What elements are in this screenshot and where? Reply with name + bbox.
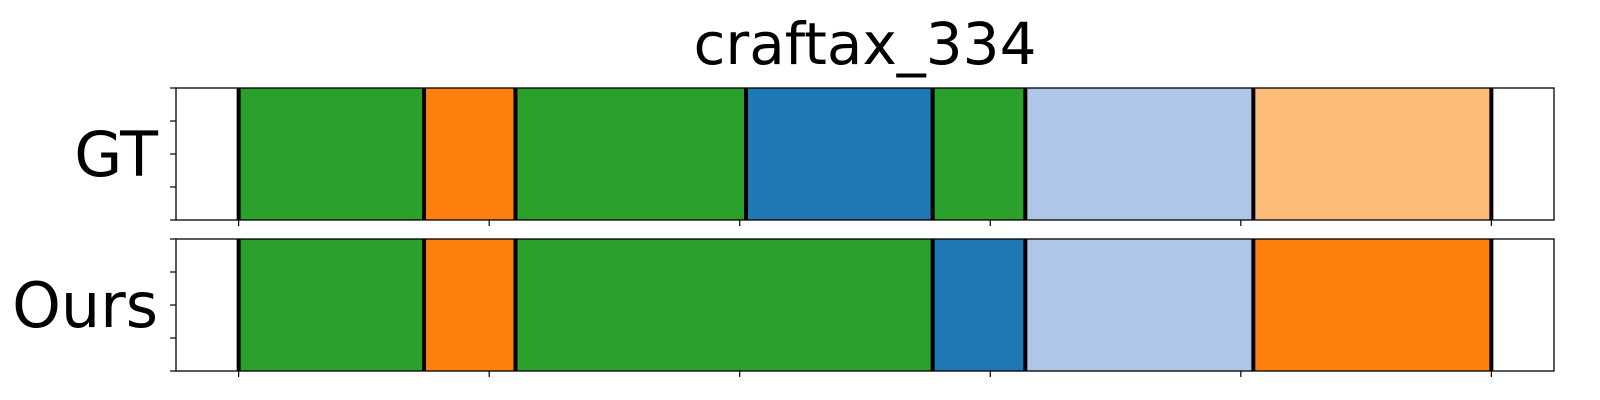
segment-1-3 [932,239,1026,371]
segment-1-5 [1253,239,1492,371]
row-label-0: GT [74,118,159,191]
segment-0-6 [1253,88,1492,220]
segment-0-0 [238,88,425,220]
segment-0-2 [515,88,746,220]
segment-0-3 [745,88,933,220]
chart-title: craftax_334 [694,10,1037,78]
row-label-1: Ours [12,269,158,342]
segment-1-1 [424,239,516,371]
panels: GT Ours [12,87,1555,377]
segment-1-0 [238,239,425,371]
segment-0-1 [424,88,516,220]
segment-0-4 [932,88,1026,220]
segment-1-4 [1025,239,1254,371]
segment-1-2 [515,239,933,371]
segment-0-5 [1025,88,1254,220]
